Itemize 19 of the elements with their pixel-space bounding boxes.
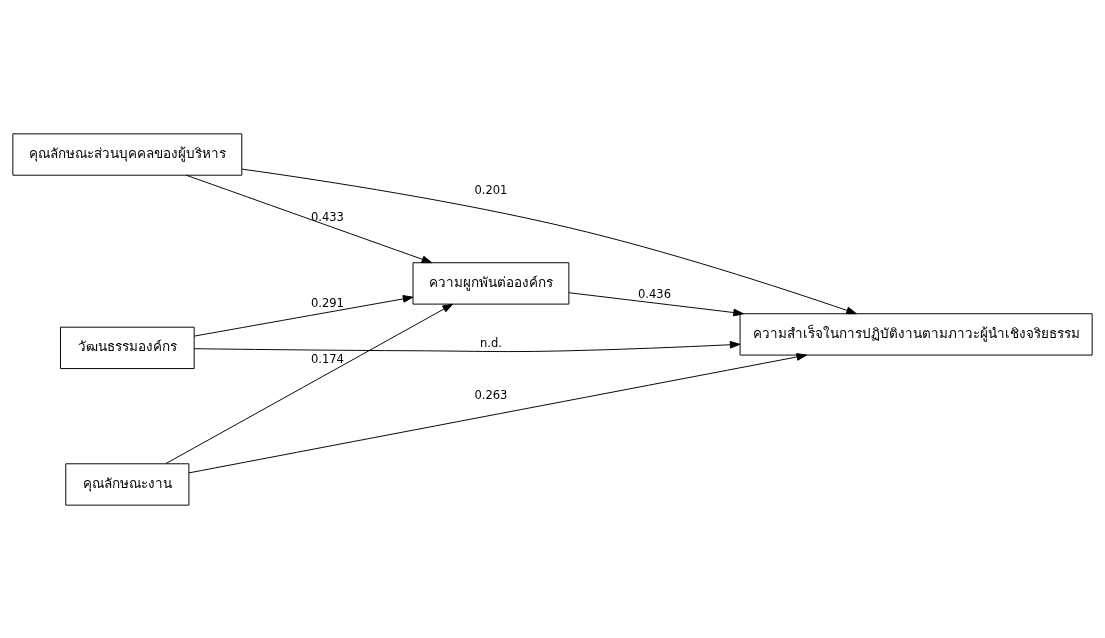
node-box: วัฒนธรรมองค์กร [60,326,195,369]
edge-label: 0.433 [310,209,344,224]
edge-label: 0.201 [474,182,508,197]
arrow [193,340,741,352]
arrow [568,291,744,316]
edge-label: n.d. [479,335,502,350]
edge-label: 0.263 [474,387,508,402]
arrow [193,294,414,337]
edge-label: 0.174 [310,351,344,366]
arrow [188,352,808,473]
node-box: ความผูกพันต่อองค์กร [412,261,570,305]
node-box: ความสำเร็จในการปฏิบัติงานตามภาวะผู้นำเชิงจริยธรรม [739,312,1093,356]
node-box: คุณลักษณะงาน [65,462,190,506]
arrow [241,168,857,314]
arrow [165,303,454,464]
edge-label: 0.291 [310,295,344,310]
node-box: คุณลักษณะส่วนบุคคลของผู้บริหาร [12,132,243,176]
edge-label: 0.436 [637,286,671,301]
arrow [185,174,433,263]
